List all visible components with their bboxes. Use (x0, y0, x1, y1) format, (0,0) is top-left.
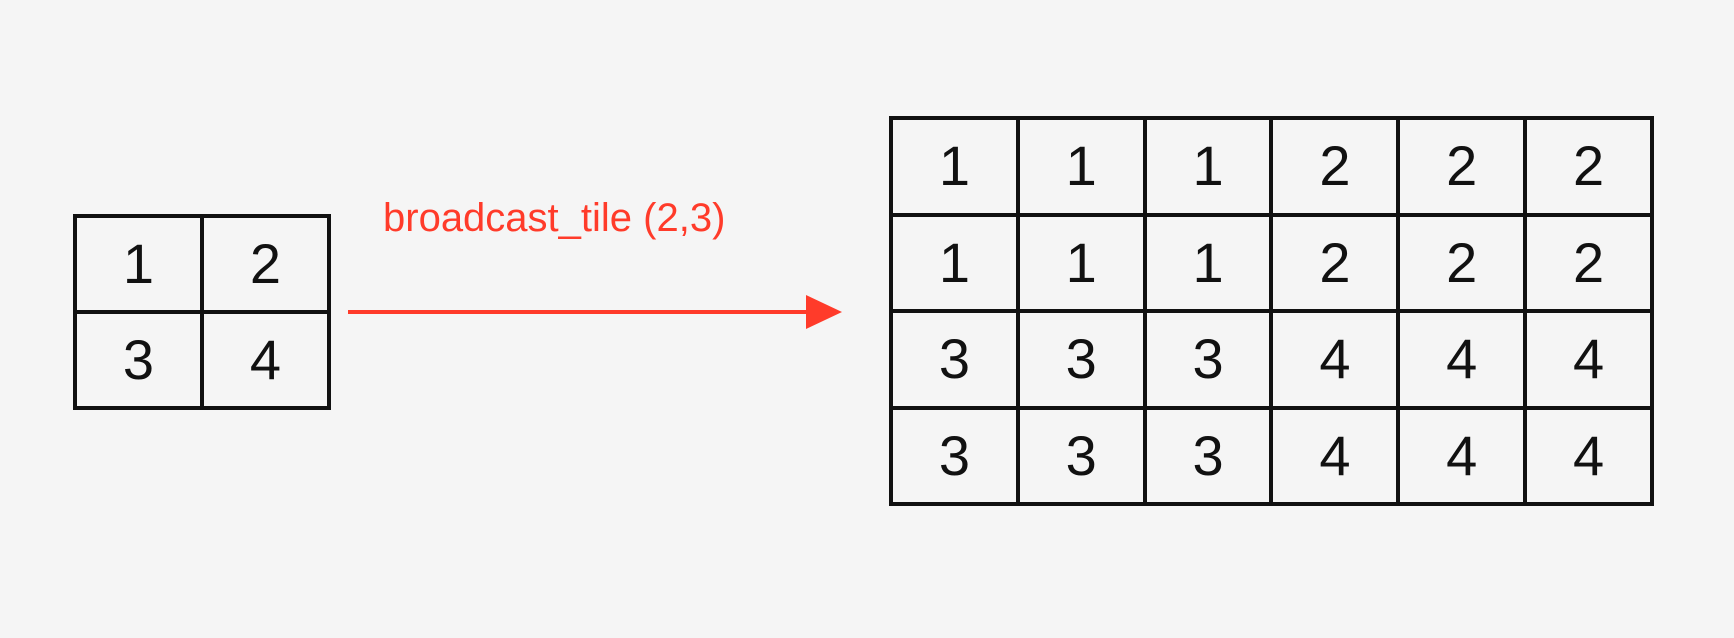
input-cell: 3 (73, 310, 204, 410)
input-cell: 4 (200, 310, 331, 410)
output-cell: 4 (1269, 405, 1401, 506)
output-row: 1 1 1 2 2 2 (889, 116, 1654, 217)
output-cell: 3 (1015, 309, 1147, 410)
output-cell: 4 (1523, 405, 1654, 506)
output-cell: 1 (1142, 116, 1274, 217)
output-cell: 2 (1396, 212, 1528, 313)
output-cell: 4 (1523, 309, 1654, 410)
input-cell: 2 (200, 214, 331, 314)
output-cell: 1 (1142, 212, 1274, 313)
output-cell: 3 (889, 309, 1020, 410)
output-cell: 2 (1269, 116, 1401, 217)
input-cell: 1 (73, 214, 204, 314)
output-cell: 3 (889, 405, 1020, 506)
output-cell: 1 (889, 212, 1020, 313)
operation-label: broadcast_tile (2,3) (383, 196, 726, 240)
output-matrix: 1 1 1 2 2 2 1 1 1 2 2 2 3 3 3 4 4 4 3 3 … (889, 116, 1654, 506)
output-cell: 3 (1142, 405, 1274, 506)
output-row: 3 3 3 4 4 4 (889, 309, 1654, 410)
output-cell: 4 (1396, 309, 1528, 410)
output-cell: 3 (1142, 309, 1274, 410)
arrow-head (806, 295, 842, 329)
arrow-right-icon (348, 295, 842, 329)
output-cell: 2 (1396, 116, 1528, 217)
output-cell: 1 (1015, 116, 1147, 217)
output-cell: 1 (1015, 212, 1147, 313)
input-matrix: 1 2 3 4 (73, 214, 331, 410)
output-cell: 4 (1269, 309, 1401, 410)
output-row: 3 3 3 4 4 4 (889, 405, 1654, 506)
output-cell: 1 (889, 116, 1020, 217)
input-row: 3 4 (73, 310, 331, 410)
output-row: 1 1 1 2 2 2 (889, 212, 1654, 313)
output-cell: 4 (1396, 405, 1528, 506)
output-cell: 3 (1015, 405, 1147, 506)
output-cell: 2 (1523, 116, 1654, 217)
input-row: 1 2 (73, 214, 331, 314)
output-cell: 2 (1269, 212, 1401, 313)
output-cell: 2 (1523, 212, 1654, 313)
